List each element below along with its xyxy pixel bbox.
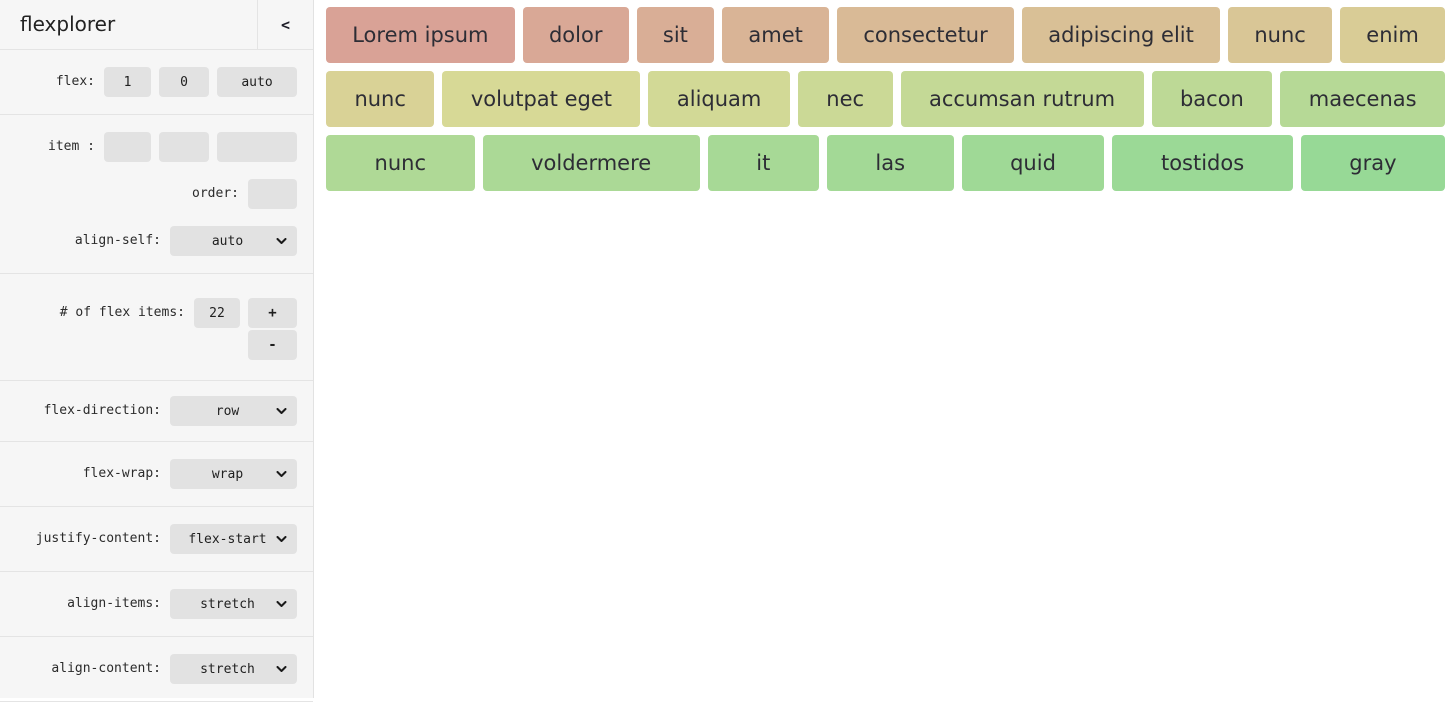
flex-item[interactable]: accumsan rutrum: [901, 71, 1144, 127]
item-count-section: # of flex items: + -: [0, 274, 313, 381]
collapse-sidebar-button[interactable]: <: [257, 0, 313, 49]
flex-section: flex:: [0, 50, 313, 115]
flex-item[interactable]: bacon: [1152, 71, 1273, 127]
align-content-section: align-content: stretch: [0, 637, 313, 702]
flex-row: flex:: [16, 67, 297, 97]
flex-item[interactable]: nunc: [326, 71, 434, 127]
align-items-section: align-items: stretch: [0, 572, 313, 637]
increment-items-button[interactable]: +: [248, 298, 297, 328]
order-label: order:: [192, 179, 239, 209]
align-items-row: align-items: stretch: [16, 589, 297, 619]
align-self-label: align-self:: [75, 226, 161, 256]
flex-item[interactable]: maecenas: [1280, 71, 1445, 127]
item-section: item : order: align-self: auto: [0, 115, 313, 274]
flex-basis-input[interactable]: [217, 67, 297, 97]
flex-direction-section: flex-direction: row: [0, 381, 313, 442]
flex-item[interactable]: voldermere: [483, 135, 700, 191]
justify-content-row: justify-content: flex-start: [16, 524, 297, 554]
flex-item[interactable]: tostidos: [1112, 135, 1292, 191]
flex-item[interactable]: adipiscing elit: [1022, 7, 1220, 63]
flex-item[interactable]: nunc: [326, 135, 475, 191]
flex-item[interactable]: it: [708, 135, 819, 191]
order-row: order:: [16, 179, 297, 209]
align-self-select[interactable]: auto: [170, 226, 297, 256]
flex-direction-row: flex-direction: row: [16, 396, 297, 426]
item-row: item :: [16, 132, 297, 162]
flex-item[interactable]: enim: [1340, 7, 1445, 63]
flex-shrink-input[interactable]: [159, 67, 209, 97]
item-count-stepper: + -: [248, 298, 297, 360]
flex-item[interactable]: consectetur: [837, 7, 1014, 63]
item-flex-basis-input[interactable]: [217, 132, 297, 162]
sidebar-header: flexplorer <: [0, 0, 313, 50]
justify-content-section: justify-content: flex-start: [0, 507, 313, 572]
flex-item[interactable]: sit: [637, 7, 714, 63]
flex-direction-label: flex-direction:: [44, 396, 161, 426]
align-content-label: align-content:: [51, 654, 161, 684]
flex-item[interactable]: aliquam: [648, 71, 789, 127]
align-items-select[interactable]: stretch: [170, 589, 297, 619]
flex-label: flex:: [56, 67, 95, 97]
justify-content-label: justify-content:: [36, 524, 161, 554]
align-content-row: align-content: stretch: [16, 654, 297, 684]
flex-direction-select[interactable]: row: [170, 396, 297, 426]
flex-wrap-section: flex-wrap: wrap: [0, 442, 313, 507]
item-label: item :: [48, 132, 95, 162]
flex-wrap-select[interactable]: wrap: [170, 459, 297, 489]
flex-grow-input[interactable]: [104, 67, 151, 97]
align-self-row: align-self: auto: [16, 226, 297, 256]
item-count-input[interactable]: [194, 298, 240, 328]
flex-item[interactable]: Lorem ipsum: [326, 7, 515, 63]
flex-item[interactable]: nec: [798, 71, 893, 127]
flex-wrap-label: flex-wrap:: [83, 459, 161, 489]
align-items-label: align-items:: [67, 589, 161, 619]
order-input[interactable]: [248, 179, 297, 209]
app-title: flexplorer: [0, 0, 257, 49]
flex-item[interactable]: gray: [1301, 135, 1445, 191]
justify-content-select[interactable]: flex-start: [170, 524, 297, 554]
decrement-items-button[interactable]: -: [248, 330, 297, 360]
item-flex-shrink-input[interactable]: [159, 132, 209, 162]
flex-item[interactable]: nunc: [1228, 7, 1332, 63]
flex-item[interactable]: dolor: [523, 7, 629, 63]
flex-wrap-row: flex-wrap: wrap: [16, 459, 297, 489]
item-count-label: # of flex items:: [60, 298, 185, 328]
item-flex-grow-input[interactable]: [104, 132, 151, 162]
flex-item[interactable]: amet: [722, 7, 829, 63]
item-count-row: # of flex items: + -: [16, 298, 297, 360]
align-content-select[interactable]: stretch: [170, 654, 297, 684]
flex-item[interactable]: quid: [962, 135, 1105, 191]
flex-item[interactable]: volutpat eget: [442, 71, 640, 127]
flex-item[interactable]: las: [827, 135, 954, 191]
sidebar: flexplorer < flex: item : order: align-s…: [0, 0, 314, 698]
